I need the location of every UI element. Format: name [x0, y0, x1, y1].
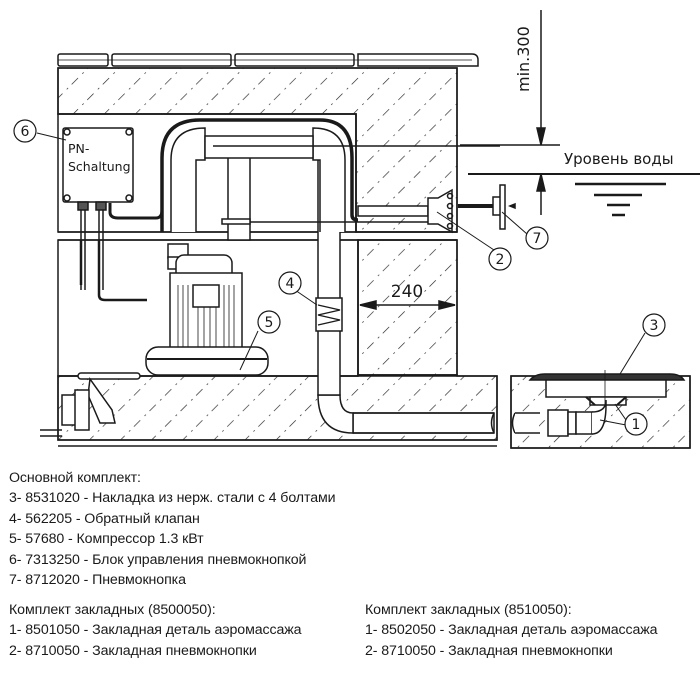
main-kit-item: 3- 8531020 - Накладка из нерж. стали с 4…	[9, 490, 336, 507]
callout-7-label: 7	[533, 231, 542, 247]
main-kit-item: 5- 57680 - Компрессор 1.3 кВт	[9, 531, 204, 548]
embedded-kit-b-legend: Комплект закладных (8510050): 1- 8502050…	[365, 600, 658, 661]
wall-dimension	[359, 300, 456, 310]
callout-4-label: 4	[286, 276, 295, 292]
min-height-label: min.300	[514, 26, 533, 92]
callout-2-label: 2	[496, 252, 505, 268]
callout-6	[13, 119, 37, 143]
deck-tiles	[57, 53, 479, 67]
button-embed	[427, 188, 495, 234]
callout-6-label: 6	[21, 124, 30, 140]
callout-1-label: 1	[632, 417, 641, 433]
pipe-loop	[160, 118, 500, 232]
embedded-kit-a-title: Комплект закладных (8500050):	[9, 602, 216, 618]
pneumatic-button	[492, 184, 516, 230]
floor-slab	[57, 374, 498, 447]
left-nozzle	[40, 372, 141, 437]
callout-5	[257, 310, 281, 334]
min-height-dimension	[536, 10, 546, 215]
embedded-kit-b-item: 1- 8502050 - Закладная деталь аэромассаж…	[365, 622, 658, 639]
main-kit-item: 6- 7313250 - Блок управления пневмокнопк…	[9, 551, 307, 568]
callout-3	[642, 313, 666, 337]
embedded-kit-a-item: 1- 8501050 - Закладная деталь аэромассаж…	[9, 622, 302, 639]
installation-diagram: 6 2 7 4 5 3 1 PN- Schaltung 240 min.300 …	[13, 10, 700, 449]
control-box-label-1: PN-	[68, 141, 89, 156]
main-kit-title: Основной комплект:	[9, 470, 141, 486]
callout-leaders	[36, 132, 646, 426]
main-kit-item: 7- 8712020 - Пневмокнопка	[9, 572, 186, 589]
embedded-kit-a-legend: Комплект закладных (8500050): 1- 8501050…	[9, 600, 302, 661]
callout-1	[624, 412, 648, 436]
water-level	[460, 144, 700, 217]
callout-4	[278, 271, 302, 295]
embedded-kit-b-item: 2- 8710050 - Закладная пневмокнопки	[365, 642, 613, 659]
callout-2	[488, 247, 512, 271]
embedded-kit-a-item: 2- 8710050 - Закладная пневмокнопки	[9, 642, 257, 659]
main-kit-legend: Основной комплект: 3- 8531020 - Накладка…	[9, 468, 336, 590]
aero-embed	[547, 399, 607, 437]
embedded-kit-b-title: Комплект закладных (8510050):	[365, 602, 572, 618]
callout-3-label: 3	[650, 318, 659, 334]
wall-dimension-label: 240	[391, 282, 423, 302]
water-level-label: Уровень воды	[564, 150, 674, 168]
control-box-label-2: Schaltung	[68, 159, 131, 174]
main-kit-item: 4- 562205 - Обратный клапан	[9, 510, 200, 527]
floor-pipe	[317, 394, 540, 434]
callout-7	[525, 226, 549, 250]
callout-5-label: 5	[265, 315, 274, 331]
stainless-cover	[528, 370, 686, 420]
check-valve	[315, 297, 343, 332]
compressor	[145, 243, 269, 376]
